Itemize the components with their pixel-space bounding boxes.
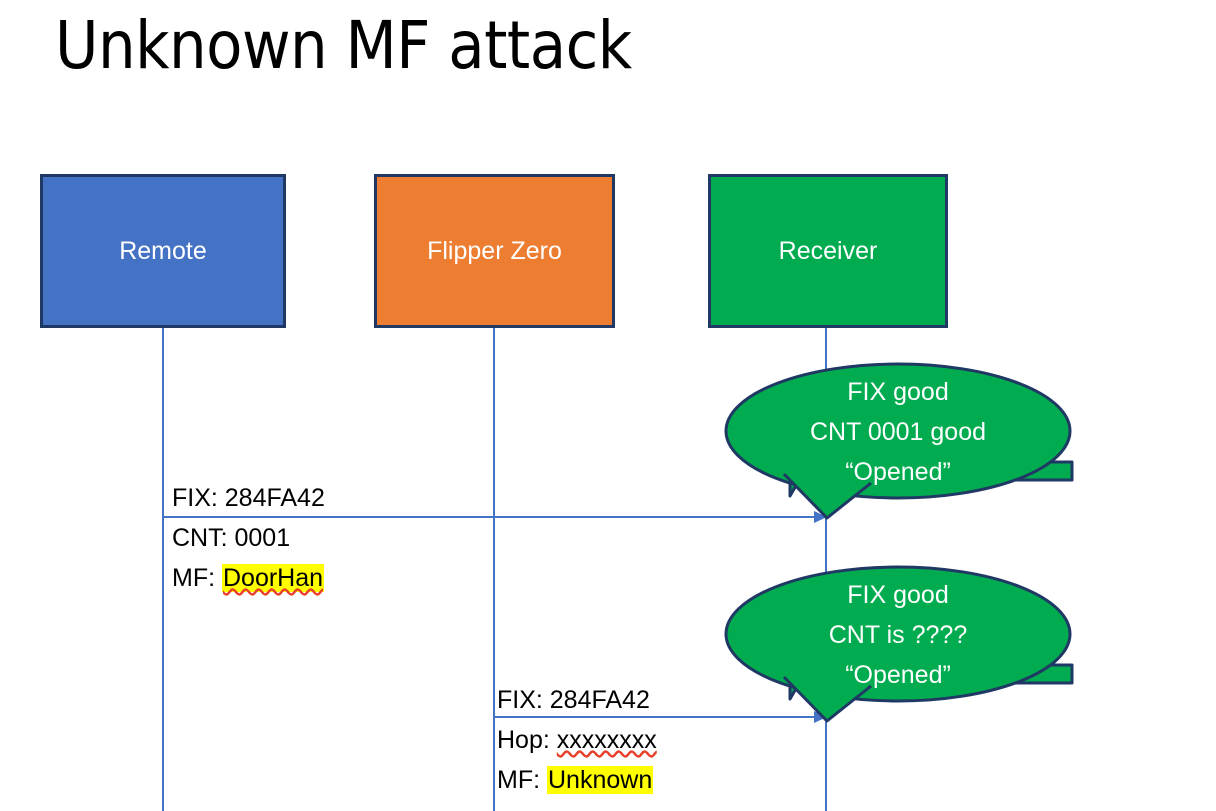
actor-label-remote: Remote xyxy=(119,236,207,265)
message-2-detail-lines: Hop: xxxxxxxx MF: Unknown xyxy=(497,720,657,800)
message-2-fix-line: FIX: 284FA42 xyxy=(497,680,650,720)
page-title: Unknown MF attack xyxy=(55,7,632,84)
message-1-mf-prefix: MF: xyxy=(172,564,222,592)
message-2-hop-line: Hop: xxxxxxxx xyxy=(497,720,657,760)
message-1-mf-line: MF: DoorHan xyxy=(172,558,325,598)
lifeline-remote xyxy=(162,328,164,811)
actor-label-flipper-zero: Flipper Zero xyxy=(427,236,562,265)
message-1-cnt-text: CNT: 0001 xyxy=(172,524,291,552)
message-1-fix-text: FIX: 284FA42 xyxy=(172,484,325,512)
callout-shape-2 xyxy=(724,565,1074,723)
actor-label-receiver: Receiver xyxy=(778,236,878,265)
message-2-fix-text: FIX: 284FA42 xyxy=(497,686,650,714)
actor-box-receiver[interactable]: Receiver xyxy=(708,174,948,328)
lifeline-receiver xyxy=(825,328,827,811)
message-2-hop-prefix: Hop: xyxy=(497,726,557,754)
message-1-mf-value: DoorHan xyxy=(222,564,325,592)
callout-bubble-receiver-first[interactable]: FIX good CNT 0001 good “Opened” xyxy=(724,362,1074,520)
message-1-detail-lines: CNT: 0001 MF: DoorHan xyxy=(172,518,325,598)
callout-bubble-receiver-second[interactable]: FIX good CNT is ???? “Opened” xyxy=(724,565,1074,723)
message-2-mf-value: Unknown xyxy=(547,766,654,794)
actor-box-remote[interactable]: Remote xyxy=(40,174,286,328)
callout-shape-1 xyxy=(724,362,1074,520)
message-2-hop-value: xxxxxxxx xyxy=(556,726,657,754)
message-1-fix-line: FIX: 284FA42 xyxy=(172,478,325,518)
message-2-mf-line: MF: Unknown xyxy=(497,760,657,800)
message-1-cnt-line: CNT: 0001 xyxy=(172,518,324,558)
lifeline-flipper-zero xyxy=(493,328,495,811)
actor-box-flipper-zero[interactable]: Flipper Zero xyxy=(374,174,615,328)
message-2-mf-prefix: MF: xyxy=(497,766,547,794)
